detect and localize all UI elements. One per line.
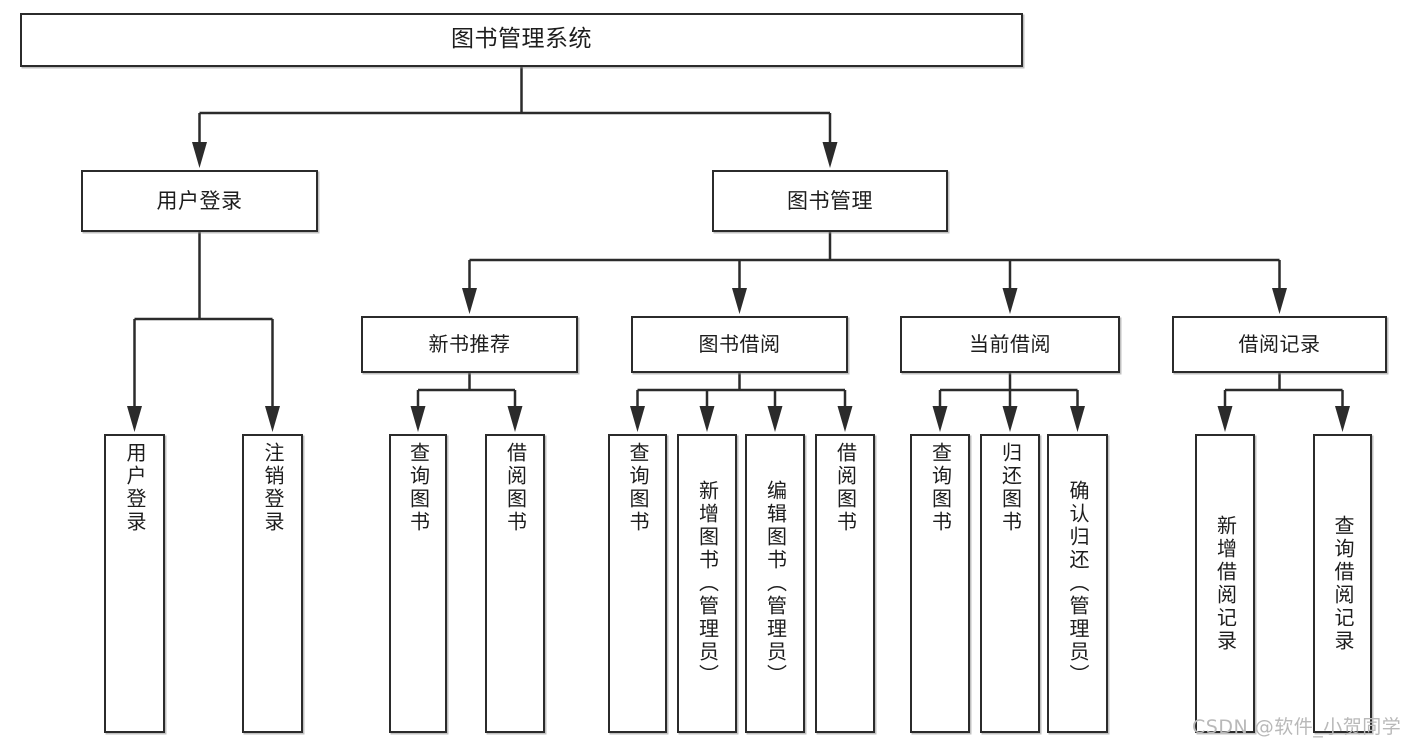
tree-node-label: 查询图书 xyxy=(928,442,953,534)
connector-arrowhead xyxy=(265,406,280,432)
tree-node-leaf-7[interactable]: 编辑图书（管理员） xyxy=(745,434,805,733)
tree-node-label: 用户登录 xyxy=(156,188,243,213)
tree-node-label: 借阅图书 xyxy=(833,442,858,534)
tree-node-leaf-10[interactable]: 归还图书 xyxy=(980,434,1040,733)
connector-arrowhead xyxy=(127,406,142,432)
tree-node-leaf-6[interactable]: 新增图书（管理员） xyxy=(677,434,737,733)
tree-node-label: 注销登录 xyxy=(261,442,285,534)
connector-arrowhead xyxy=(507,406,523,432)
connector-arrowhead xyxy=(462,288,477,314)
connector-arrowhead xyxy=(192,142,207,168)
tree-node-leaf-13[interactable]: 查询借阅记录 xyxy=(1313,434,1372,733)
tree-node-label: 用户登录 xyxy=(123,442,147,534)
connector-arrowhead xyxy=(822,142,838,168)
tree-node-leaf-5[interactable]: 查询图书 xyxy=(608,434,667,733)
tree-node-records[interactable]: 借阅记录 xyxy=(1172,316,1387,373)
tree-node-root[interactable]: 图书管理系统 xyxy=(20,13,1023,67)
connector-arrowhead xyxy=(630,406,645,432)
tree-node-bookmgmt[interactable]: 图书管理 xyxy=(712,170,948,232)
connector-arrowhead xyxy=(837,406,853,432)
tree-node-label: 借阅记录 xyxy=(1238,331,1321,356)
tree-node-label: 图书管理 xyxy=(787,188,873,213)
tree-node-label: 新增借阅记录 xyxy=(1213,514,1238,653)
tree-node-label: 编辑图书（管理员） xyxy=(763,480,788,687)
tree-node-current[interactable]: 当前借阅 xyxy=(900,316,1120,373)
connector-arrowhead xyxy=(410,406,426,432)
tree-node-leaf-1[interactable]: 用户登录 xyxy=(104,434,165,733)
tree-node-leaf-3[interactable]: 查询图书 xyxy=(389,434,447,733)
tree-node-label: 图书借阅 xyxy=(698,331,781,356)
tree-node-leaf-11[interactable]: 确认归还（管理员） xyxy=(1047,434,1108,733)
tree-node-label: 图书管理系统 xyxy=(451,26,592,53)
connector-arrowhead xyxy=(1272,288,1287,314)
tree-node-label: 查询图书 xyxy=(406,442,431,534)
connector-arrowhead xyxy=(1002,288,1018,314)
connector-arrowhead xyxy=(1335,406,1350,432)
tree-node-label: 查询借阅记录 xyxy=(1331,514,1355,653)
tree-node-leaf-4[interactable]: 借阅图书 xyxy=(485,434,545,733)
connector-arrowhead xyxy=(1070,406,1085,432)
tree-node-leaf-8[interactable]: 借阅图书 xyxy=(815,434,875,733)
tree-node-login[interactable]: 用户登录 xyxy=(81,170,318,232)
tree-node-leaf-12[interactable]: 新增借阅记录 xyxy=(1195,434,1255,733)
connector-arrowhead xyxy=(732,288,747,314)
connector-arrowhead xyxy=(1002,406,1018,432)
tree-node-label: 当前借阅 xyxy=(969,331,1051,356)
connector-arrowhead xyxy=(699,406,715,432)
tree-node-label: 新书推荐 xyxy=(428,331,511,356)
tree-node-label: 借阅图书 xyxy=(503,442,528,534)
tree-node-newbook[interactable]: 新书推荐 xyxy=(361,316,578,373)
tree-node-label: 确认归还（管理员） xyxy=(1066,480,1090,687)
tree-node-label: 查询图书 xyxy=(626,442,650,534)
tree-node-label: 归还图书 xyxy=(998,442,1023,534)
tree-node-borrow[interactable]: 图书借阅 xyxy=(631,316,848,373)
connector-arrowhead xyxy=(932,406,948,432)
tree-node-leaf-9[interactable]: 查询图书 xyxy=(910,434,970,733)
connector-arrowhead xyxy=(1217,406,1233,432)
tree-node-leaf-2[interactable]: 注销登录 xyxy=(242,434,303,733)
tree-node-label: 新增图书（管理员） xyxy=(695,480,720,687)
connector-arrowhead xyxy=(767,406,783,432)
